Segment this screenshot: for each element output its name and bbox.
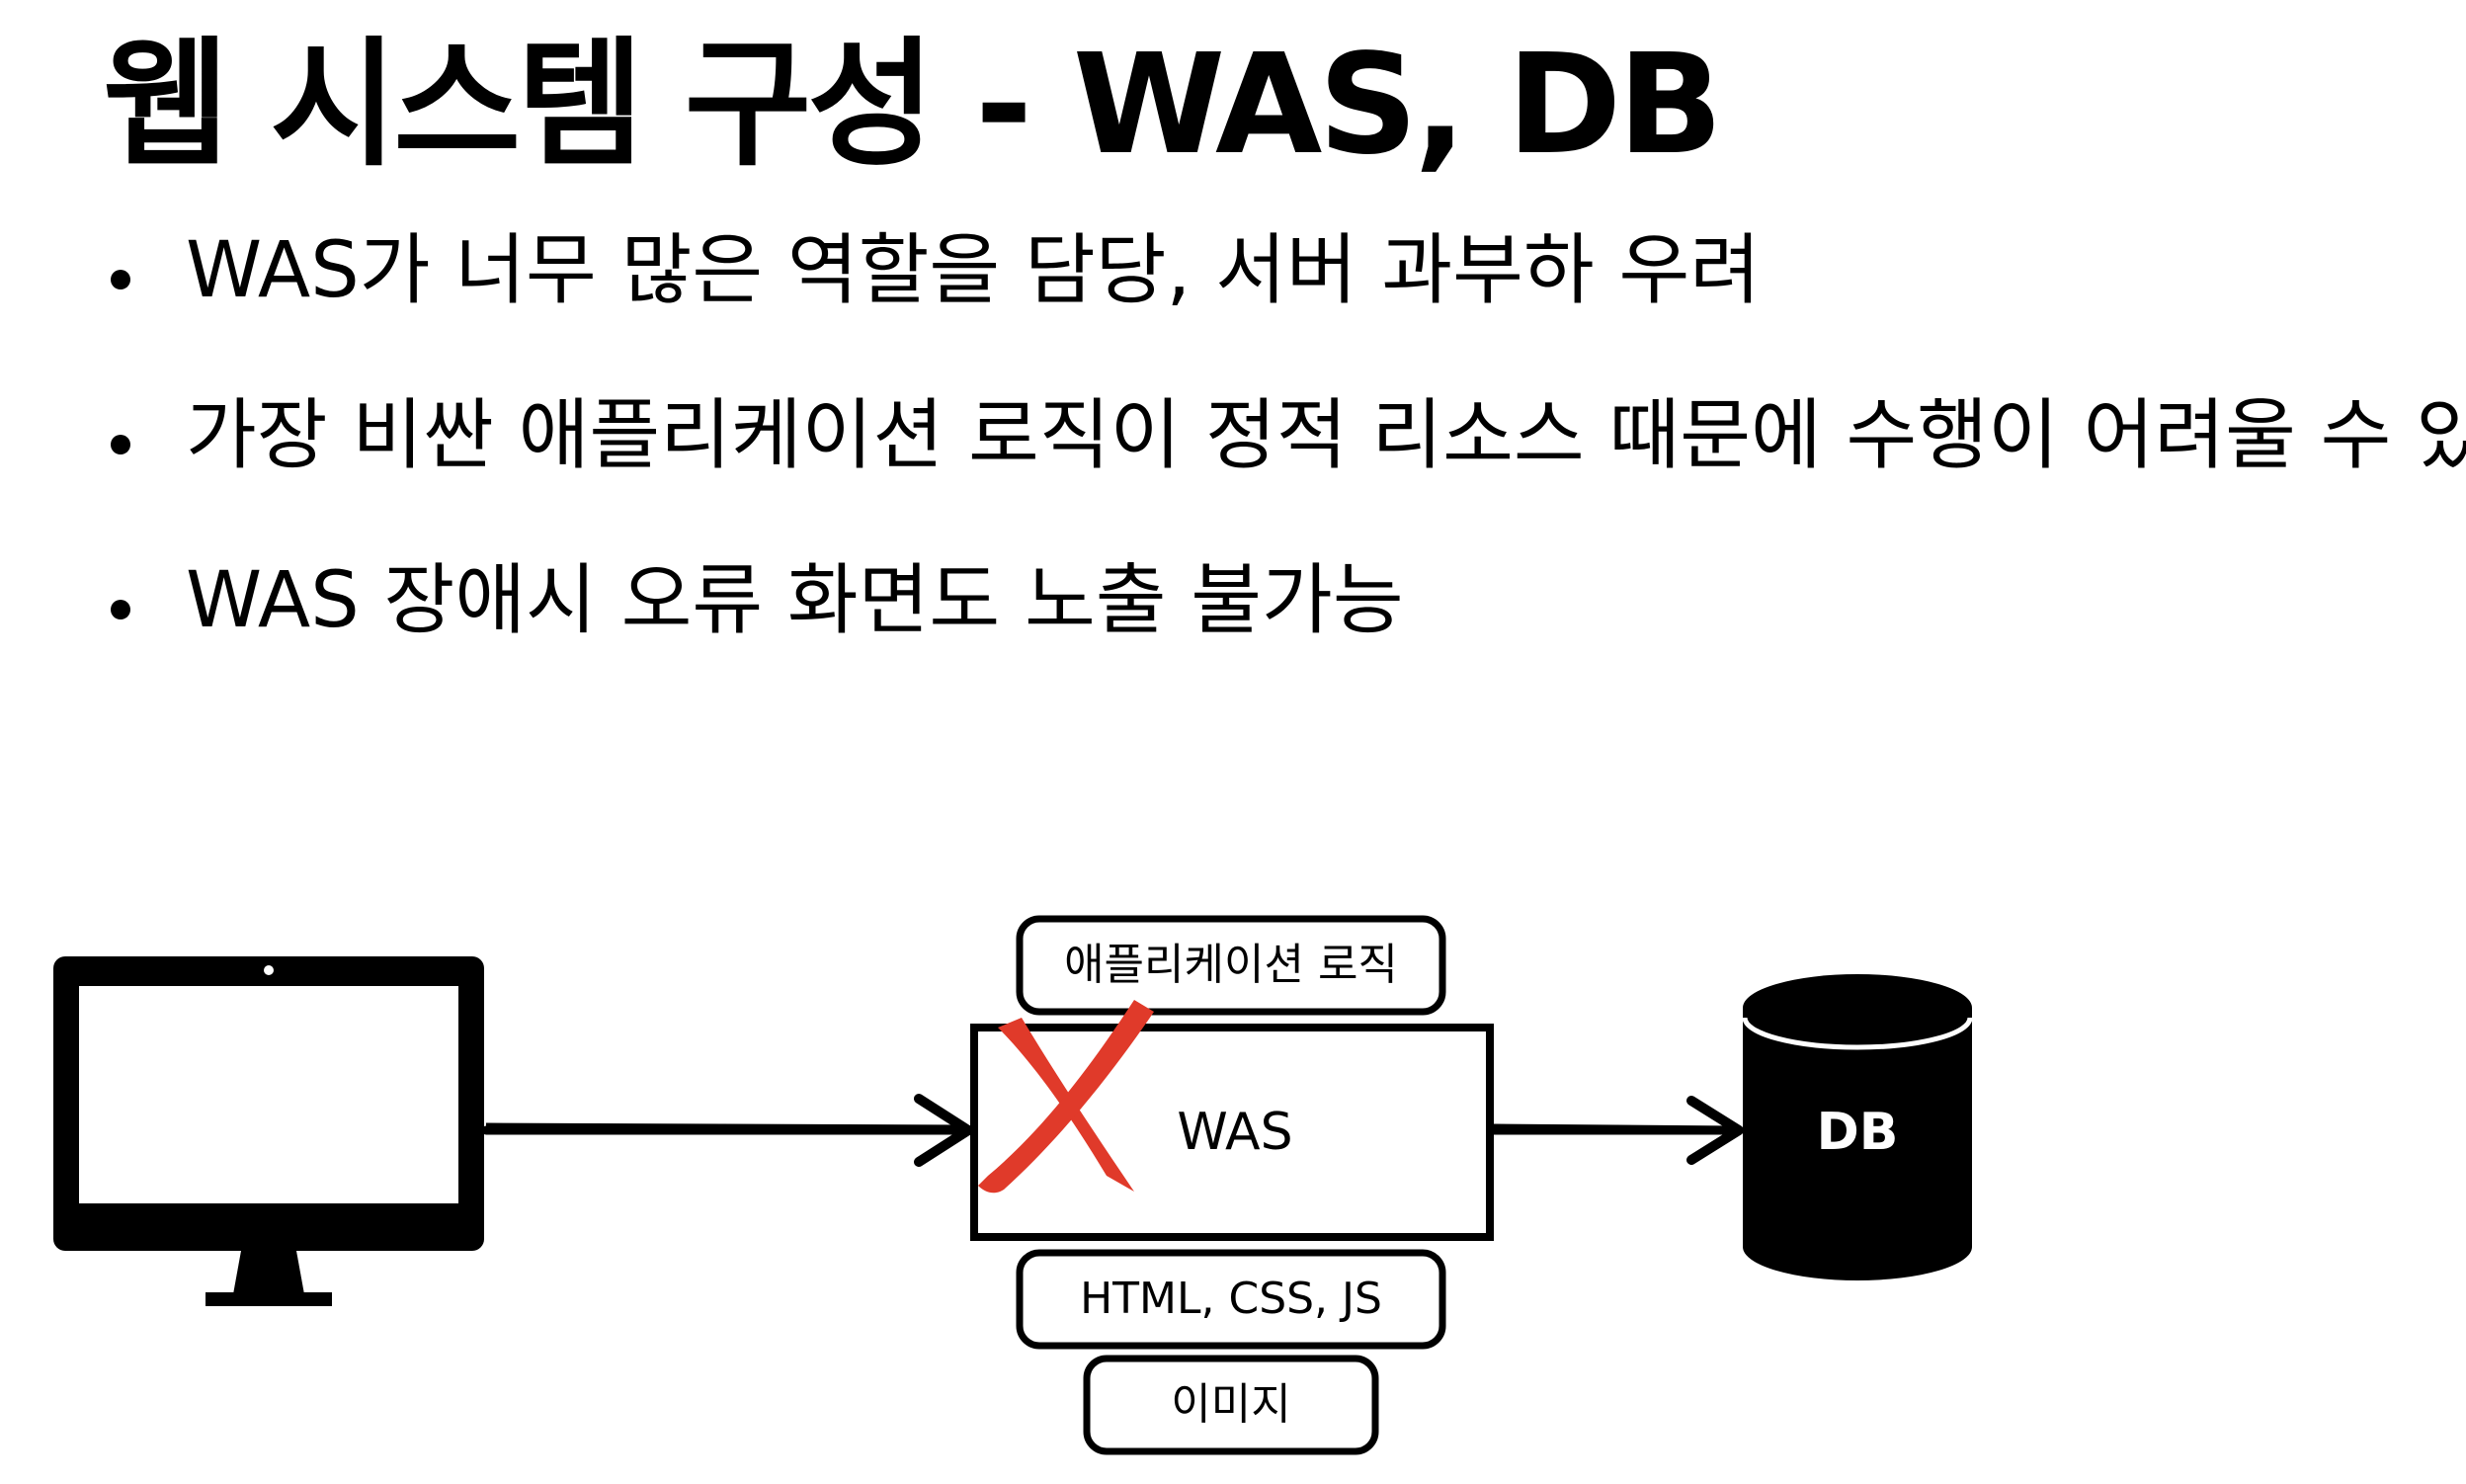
bullet-dot: [111, 270, 130, 289]
image-box: [1083, 1355, 1379, 1455]
bullet-item: WAS 장애시 오류 화면도 노출 불가능: [99, 562, 2466, 661]
bullet-text: WAS가 너무 많은 역할을 담당, 서버 과부하 우려: [186, 226, 1762, 315]
was-box: [970, 1024, 1494, 1241]
static-resources-box: [1016, 1249, 1446, 1350]
image-label: 이미지: [1171, 1379, 1291, 1430]
bullet-item: WAS가 너무 많은 역할을 담당, 서버 과부하 우려: [99, 232, 2466, 331]
bullet-list: WAS가 너무 많은 역할을 담당, 서버 과부하 우려 가장 비싼 애플리케이…: [99, 232, 2466, 727]
bullet-text: WAS 장애시 오류 화면도 노출 불가능: [186, 556, 1404, 645]
bullet-dot: [111, 600, 130, 619]
static-resources-label: HTML, CSS, JS: [1080, 1274, 1382, 1324]
bullet-item: 가장 비싼 애플리케이션 로직이 정적 리소스 때문에 수행이 어려울 수 있음: [99, 397, 2466, 496]
was-to-db-arrow: [1489, 1096, 1744, 1165]
client-to-was-arrow: [481, 1094, 973, 1167]
app-logic-box: [1016, 915, 1446, 1016]
bullet-dot: [111, 435, 130, 454]
bullet-text: 가장 비싼 애플리케이션 로직이 정적 리소스 때문에 수행이 어려울 수 있음: [186, 391, 2466, 480]
failure-x-icon: [978, 1000, 1154, 1194]
app-logic-label: 애플리케이션 로직: [1064, 940, 1398, 990]
page-title: 웹 시스템 구성 - WAS, DB: [103, 25, 1723, 186]
database-icon: [1742, 974, 1973, 1280]
db-label: DB: [1816, 1103, 1899, 1162]
was-label: WAS: [1177, 1103, 1293, 1162]
monitor-icon: [53, 956, 484, 1306]
